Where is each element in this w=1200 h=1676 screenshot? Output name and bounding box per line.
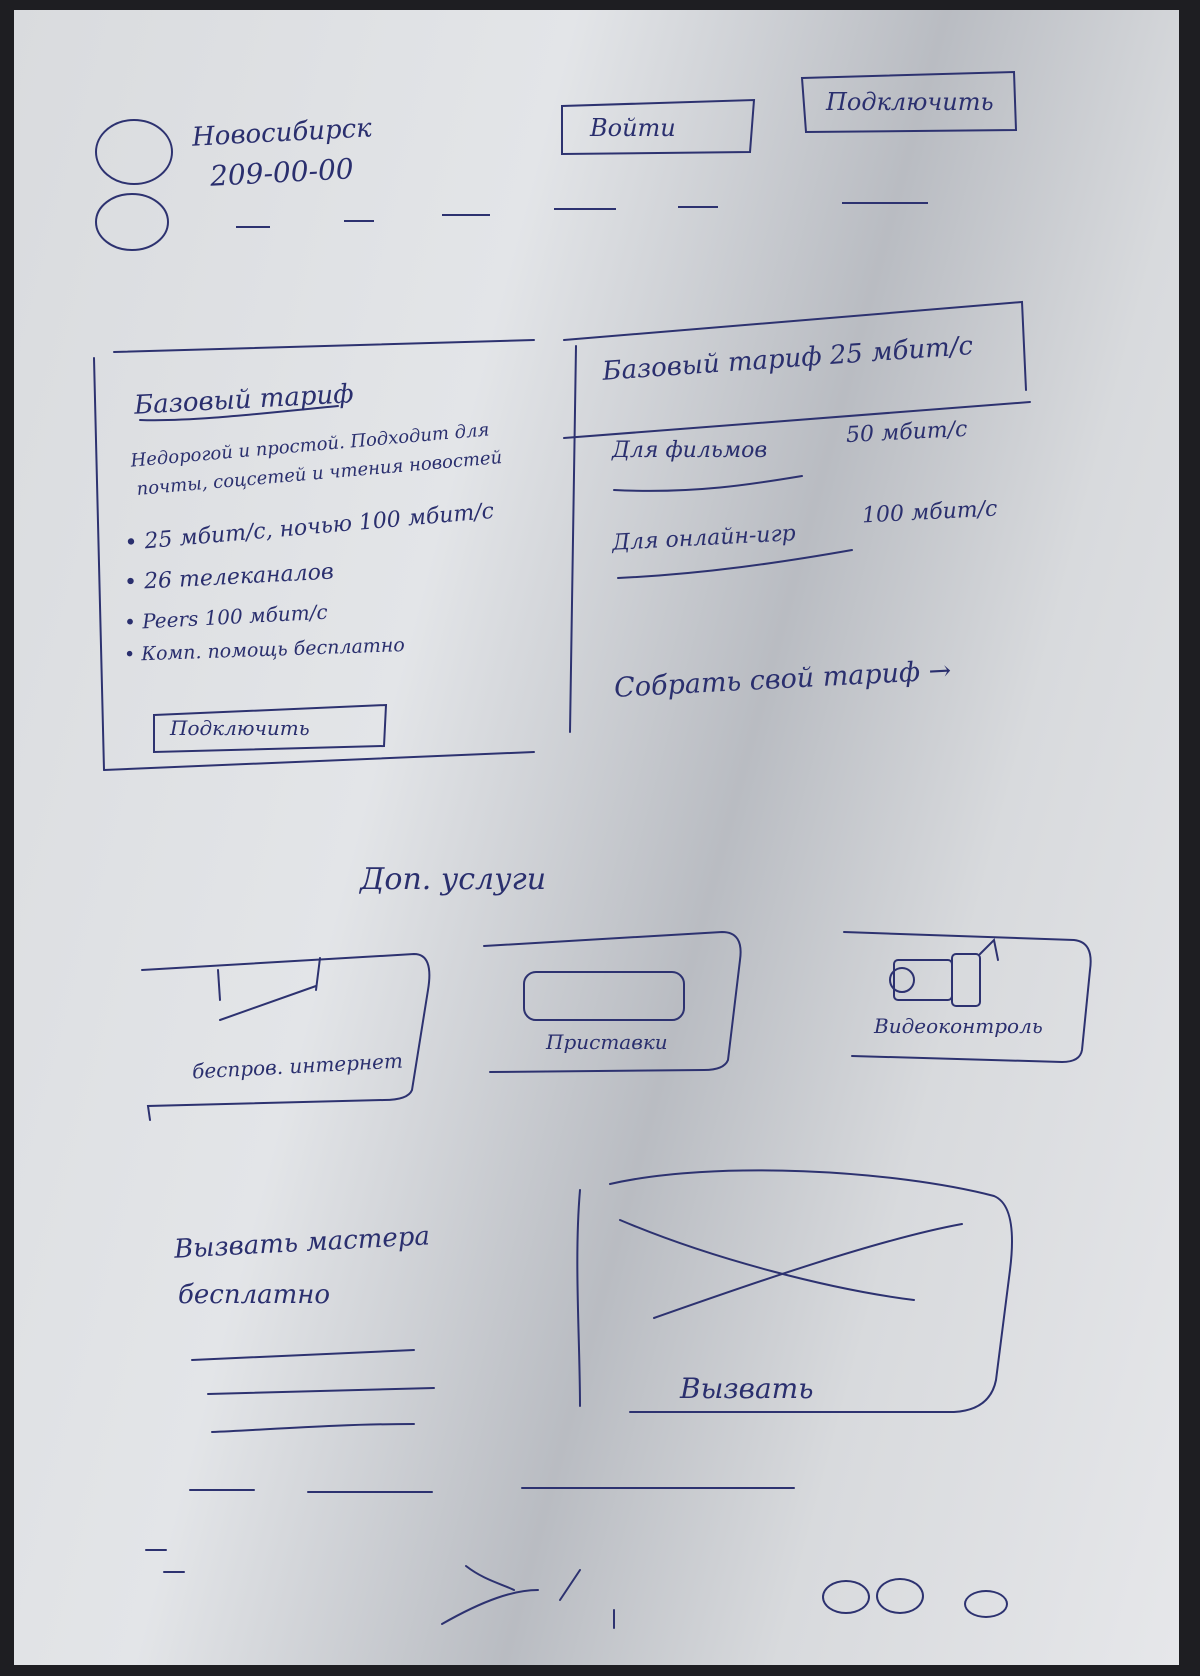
logo[interactable] [94, 118, 174, 186]
social-icon[interactable] [964, 1590, 1008, 1618]
router-icon [212, 968, 322, 1038]
option-films-value: 50 мбит/с [845, 416, 968, 449]
sketch-page: Новосибирск 209-00-00 Войти Подключить Б… [14, 10, 1179, 1665]
city-label[interactable]: Новосибирск [191, 113, 373, 153]
camera-icon [894, 954, 1004, 1010]
tariff-title: Базовый тариф [133, 379, 355, 421]
social-icon[interactable] [876, 1578, 924, 1614]
social-icon[interactable] [822, 1580, 870, 1614]
tv-box-icon [524, 972, 684, 1020]
sketch-strokes [93, 70, 1092, 1629]
option-games-label[interactable]: Для онлайн-игр [611, 521, 797, 556]
service-label: беспров. интернет [191, 1048, 404, 1084]
tariff-connect-button[interactable]: Подключить [156, 707, 384, 749]
service-card-wifi[interactable]: беспров. интернет [142, 958, 428, 1106]
call-master-image[interactable]: Вызвать [580, 1186, 1010, 1412]
option-films-label[interactable]: Для фильмов [612, 438, 768, 463]
call-master-title: Вызвать мастера [173, 1221, 431, 1265]
service-label: Приставки [546, 1030, 668, 1054]
nav-item[interactable] [842, 202, 928, 204]
feature-item: • Peers 100 мбит/с [123, 599, 329, 635]
nav-item[interactable] [344, 220, 374, 222]
service-card-video[interactable]: Видеоконтроль [844, 934, 1090, 1062]
service-card-tv-box[interactable]: Приставки [484, 934, 740, 1072]
connect-header-button[interactable]: Подключить [806, 74, 1012, 130]
phone-number: 209-00-00 [209, 152, 355, 193]
login-button[interactable]: Войти [570, 104, 750, 152]
login-button-label: Войти [590, 114, 676, 142]
tariff-options-title: Базовый тариф 25 мбит/с [601, 331, 975, 387]
services-title: Доп. услуги [360, 862, 547, 897]
call-master-button-label[interactable]: Вызвать [680, 1372, 814, 1405]
nav-item[interactable] [442, 214, 490, 216]
nav-item[interactable] [236, 226, 270, 228]
tariff-options-panel: Базовый тариф 25 мбит/с Для фильмов 50 м… [570, 310, 1030, 730]
build-tariff-link[interactable]: Собрать свой тариф → [613, 655, 953, 704]
nav-item[interactable] [554, 208, 616, 210]
nav-item[interactable] [678, 206, 718, 208]
option-games-value: 100 мбит/с [861, 496, 998, 529]
connect-header-label: Подключить [826, 88, 994, 116]
tariff-connect-label: Подключить [170, 716, 310, 740]
tariff-card: Базовый тариф Недорогой и простой. Подхо… [104, 355, 564, 765]
feature-item: • 25 мбит/с, ночью 100 мбит/с [123, 498, 495, 557]
feature-item: • 26 телеканалов [123, 559, 335, 596]
call-master-subtitle: бесплатно [178, 1280, 331, 1310]
service-label: Видеоконтроль [874, 1014, 1043, 1038]
feature-item: • Комп. помощь бесплатно [123, 634, 406, 666]
